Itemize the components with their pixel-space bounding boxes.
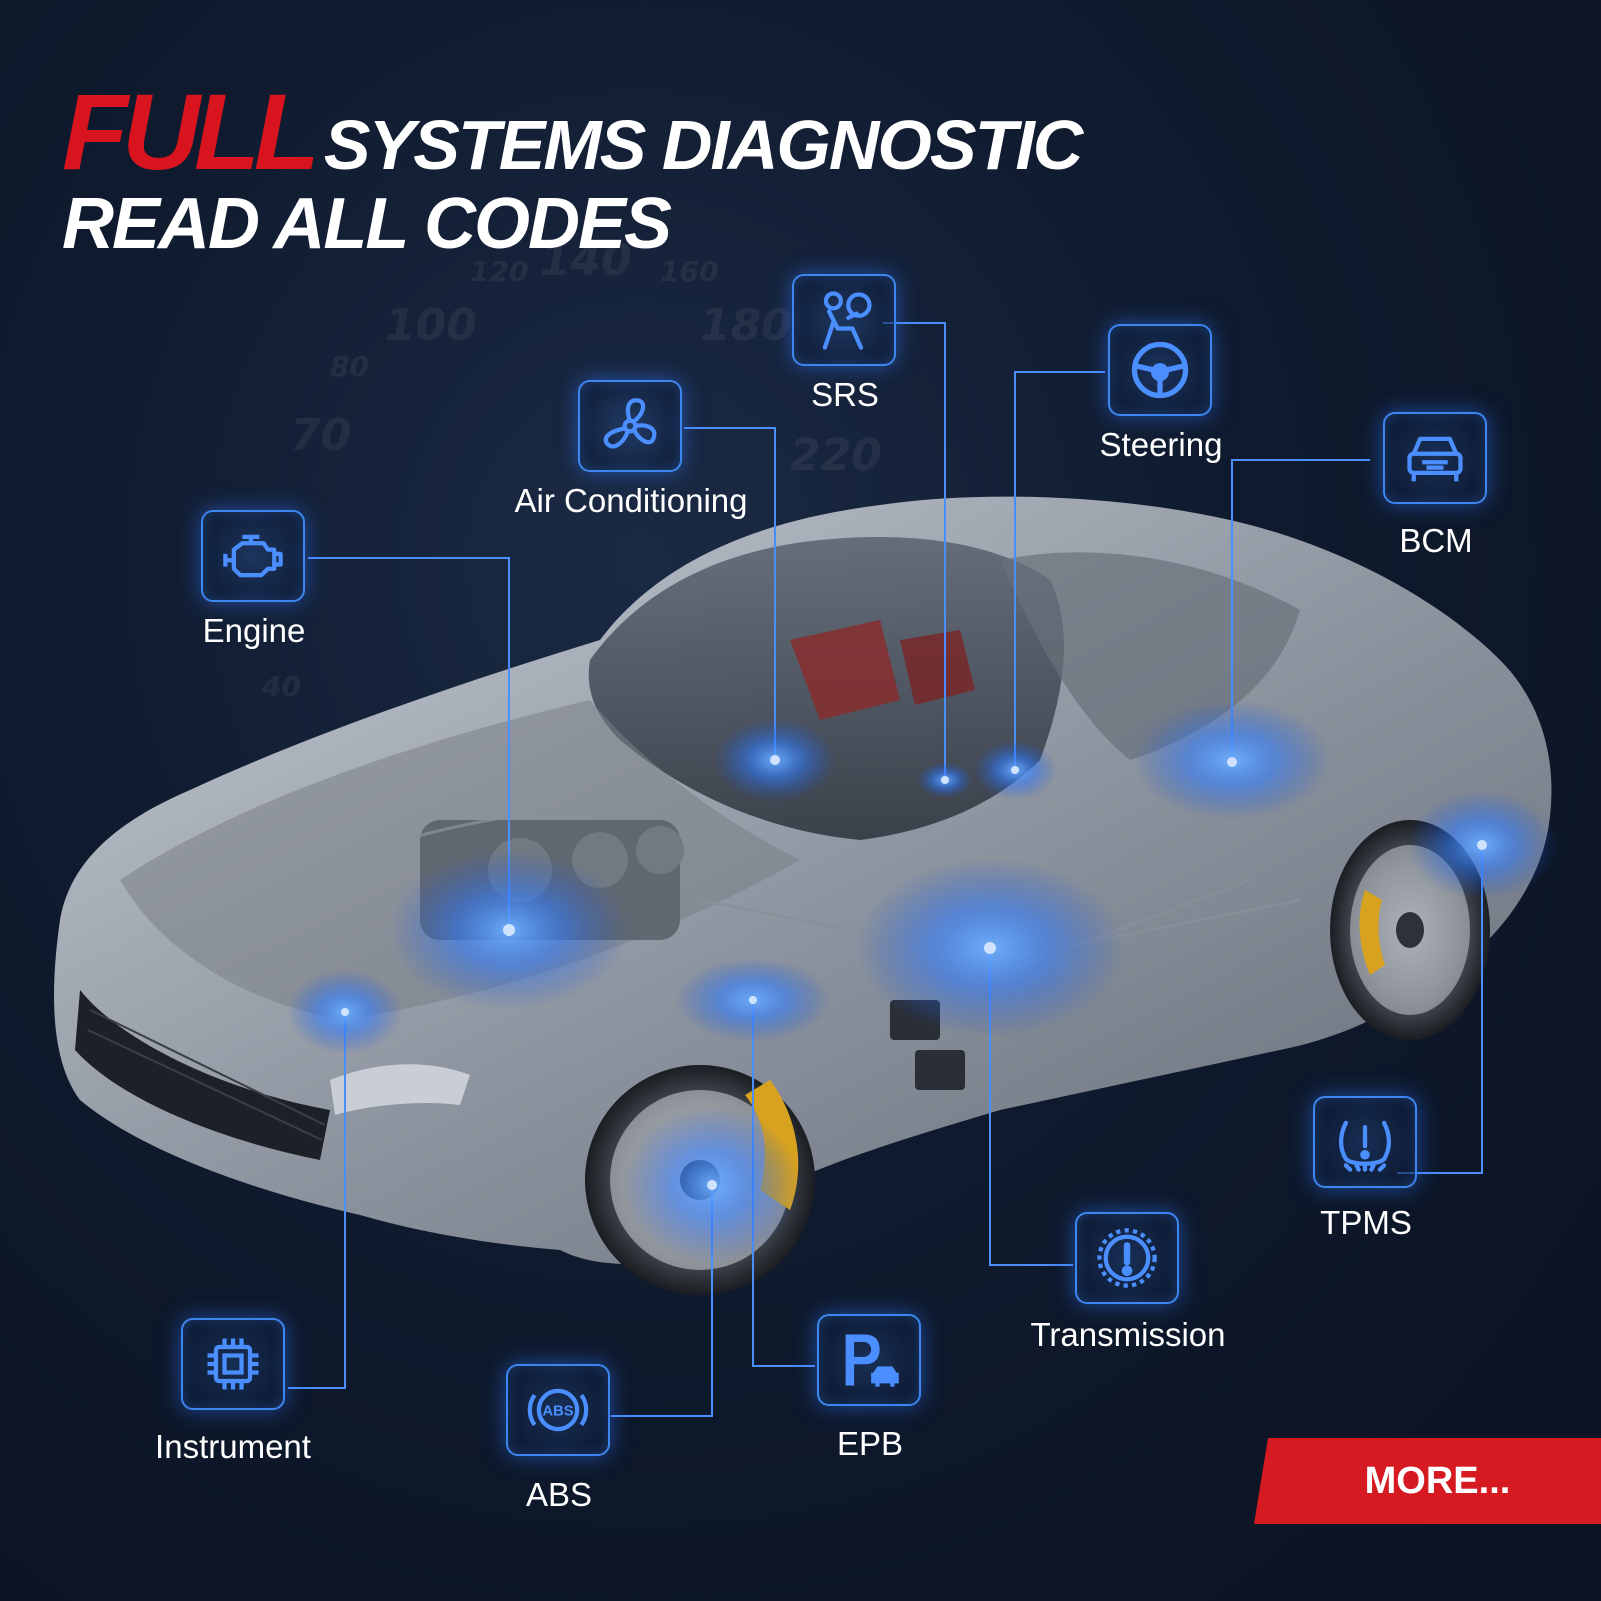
gauge-number: 100	[385, 300, 477, 351]
transmission-button[interactable]	[1075, 1212, 1179, 1304]
glow-hotspots	[287, 700, 1557, 1263]
gauge-number: 180	[700, 300, 792, 351]
more-button[interactable]: MORE...	[1254, 1438, 1601, 1524]
engine-icon	[223, 534, 283, 578]
bcm-label: BCM	[1399, 522, 1473, 559]
gauge-number: 40	[262, 670, 301, 703]
gauge-number: 160	[660, 255, 719, 288]
engine-label: Engine	[202, 612, 306, 649]
srs-button[interactable]	[792, 274, 896, 366]
air-conditioning-label: Air Conditioning	[514, 482, 748, 519]
transmission-label: Transmission	[1030, 1316, 1226, 1353]
abs-icon: ABS	[527, 1388, 589, 1432]
gauge-number: 140	[540, 235, 632, 286]
epb-label: EPB	[836, 1425, 904, 1462]
headline-accent: FULL	[62, 71, 320, 192]
parking-brake-icon	[845, 1334, 899, 1387]
abs-button[interactable]: ABS	[506, 1364, 610, 1456]
instrument-button[interactable]	[181, 1318, 285, 1410]
tpms-label: TPMS	[1320, 1204, 1412, 1241]
headline-rest: SYSTEMS DIAGNOSTIC	[323, 106, 1083, 184]
steering-wheel-icon	[1131, 341, 1189, 399]
fan-icon	[603, 398, 657, 449]
gauge-number: 220	[790, 430, 882, 481]
abs-label: ABS	[525, 1476, 593, 1513]
steering-button[interactable]	[1108, 324, 1212, 416]
gauge-number: 80	[330, 350, 369, 383]
epb-button[interactable]	[817, 1314, 921, 1406]
steering-label: Steering	[1099, 426, 1223, 463]
bcm-button[interactable]	[1383, 412, 1487, 504]
abs-icon-text: ABS	[542, 1403, 573, 1419]
gear-warning-icon	[1097, 1228, 1157, 1288]
engine-button[interactable]	[201, 510, 305, 602]
srs-label: SRS	[811, 376, 879, 413]
airbag-icon	[822, 291, 872, 350]
tpms-button[interactable]	[1313, 1096, 1417, 1188]
subheadline: READ ALL CODES	[62, 184, 672, 264]
gauge-number: 70	[290, 410, 352, 461]
tire-pressure-icon	[1338, 1120, 1392, 1172]
chip-icon	[207, 1338, 259, 1390]
more-button-label: MORE...	[1364, 1459, 1511, 1502]
instrument-label: Instrument	[155, 1428, 311, 1465]
gauge-number: 120	[470, 255, 529, 288]
air-conditioning-button[interactable]	[578, 380, 682, 472]
car-body-icon	[1407, 436, 1463, 482]
